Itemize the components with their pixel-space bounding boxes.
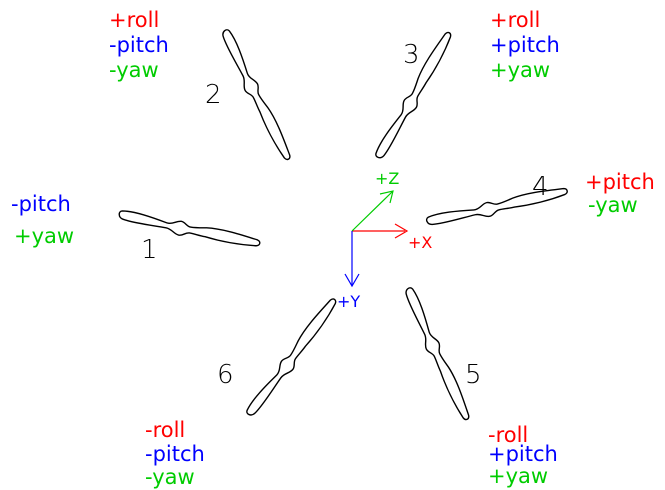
motor-2-roll-label: +roll bbox=[109, 8, 159, 32]
motor-number-4: 4 bbox=[532, 172, 549, 202]
propeller-2 bbox=[215, 27, 297, 163]
propeller-6 bbox=[244, 293, 341, 422]
motor-6-yaw-label: -yaw bbox=[145, 465, 195, 489]
motor-1-pitch-label: -pitch bbox=[11, 192, 71, 216]
axis-z bbox=[351, 190, 394, 232]
motor-5-roll-label: -roll bbox=[488, 423, 528, 447]
axis-y-label: +Y bbox=[337, 292, 360, 311]
motor-3-pitch-label: +pitch bbox=[490, 33, 560, 57]
motor-5-yaw-label: +yaw bbox=[488, 464, 548, 488]
propeller-1 bbox=[116, 209, 262, 250]
motor-6-pitch-label: -pitch bbox=[145, 442, 205, 466]
motor-2-pitch-label: -pitch bbox=[109, 33, 169, 57]
motor-number-3: 3 bbox=[403, 40, 420, 70]
axis-x-label: +X bbox=[408, 233, 432, 252]
motor-1-yaw-label: +yaw bbox=[14, 224, 74, 248]
axis-x bbox=[352, 223, 409, 239]
motor-4-pitch-label: +pitch bbox=[585, 170, 655, 194]
motor-3-roll-label: +roll bbox=[490, 8, 540, 32]
motor-2-yaw-label: -yaw bbox=[109, 58, 159, 82]
motor-number-2: 2 bbox=[205, 80, 222, 110]
motor-6-roll-label: -roll bbox=[145, 418, 185, 442]
motor-number-5: 5 bbox=[465, 360, 482, 390]
motor-4-yaw-label: -yaw bbox=[588, 193, 638, 217]
motor-3-yaw-label: +yaw bbox=[490, 58, 550, 82]
motor-5-pitch-label: +pitch bbox=[488, 442, 558, 466]
axis-y bbox=[344, 231, 360, 288]
motor-number-1: 1 bbox=[141, 235, 158, 265]
axis-z-label: +Z bbox=[375, 169, 399, 188]
propeller-5 bbox=[398, 285, 476, 423]
motor-number-6: 6 bbox=[217, 360, 234, 390]
